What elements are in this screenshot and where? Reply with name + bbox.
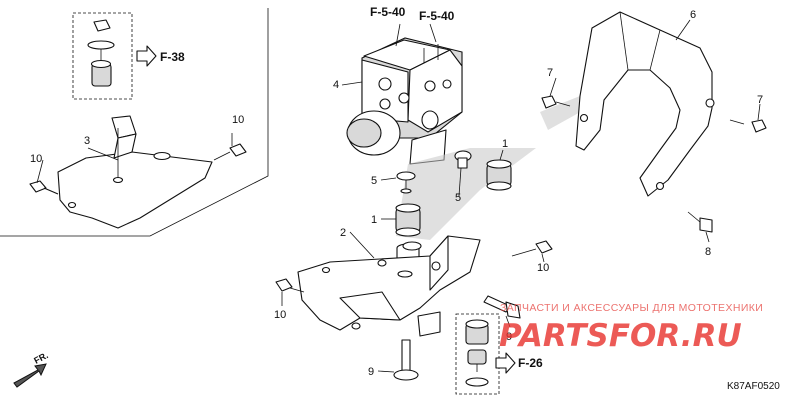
callout-10-inset: 10 — [232, 114, 244, 126]
grommet-part-1-upper — [486, 159, 512, 191]
f26-reference-box — [455, 313, 500, 395]
callout-1-lower: 1 — [371, 214, 377, 226]
bolt-part-7-left — [541, 95, 571, 109]
bracket-part-2 — [297, 235, 481, 337]
inset-border — [0, 8, 269, 237]
bolt-part-10-inset — [213, 143, 247, 161]
callout-9-upper: 9 — [506, 331, 512, 343]
callout-4: 4 — [333, 79, 339, 91]
washer-part-5 — [396, 171, 416, 194]
callout-10-left: 10 — [30, 153, 42, 165]
abs-modulator-part-4 — [346, 37, 463, 165]
callout-10-main-right: 10 — [537, 262, 549, 274]
callout-7-right: 7 — [757, 94, 763, 106]
ref-f540-right: F-5-40 — [419, 9, 455, 23]
callout-9-lower: 9 — [368, 366, 374, 378]
callout-7-left: 7 — [547, 67, 553, 79]
callout-6: 6 — [690, 9, 696, 21]
bolt-part-10-left — [29, 180, 59, 195]
watermark-logo: PARTSFOR.RU — [499, 318, 742, 354]
callout-3: 3 — [84, 135, 90, 147]
screw-part-8 — [687, 211, 713, 233]
ref-f540-left: F-5-40 — [370, 5, 406, 19]
assembly-shading-right — [540, 96, 584, 130]
f38-arrow — [136, 45, 157, 67]
callout-10-main-left: 10 — [274, 309, 286, 321]
bolt-part-10-main-right — [511, 240, 553, 257]
callout-5-right: 5 — [455, 192, 461, 204]
callout-5-left: 5 — [371, 175, 377, 187]
forward-direction-arrow — [13, 363, 47, 388]
diagram-code: K87AF0520 — [727, 381, 780, 392]
cover-part-6 — [575, 11, 715, 197]
forward-direction-label: FR. — [32, 350, 49, 366]
grommet-stack-f26 — [465, 319, 489, 387]
watermark-tagline: ЗАПЧАСТИ И АКСЕССУАРЫ ДЛЯ МОТОТЕХНИКИ — [500, 302, 763, 314]
callout-2: 2 — [340, 227, 346, 239]
ref-f38: F-38 — [160, 50, 185, 64]
bolt-part-9-lower — [393, 339, 419, 381]
bolt-part-7-right — [729, 119, 767, 133]
ref-f26: F-26 — [518, 356, 543, 370]
leader-lines — [87, 19, 761, 373]
bracket-part-3 — [57, 115, 213, 229]
callout-1-upper: 1 — [502, 138, 508, 150]
bolt-part-10-main-left — [275, 278, 305, 293]
callout-8: 8 — [705, 246, 711, 258]
f26-arrow — [495, 352, 516, 374]
grommet-stack-f38 — [87, 19, 115, 87]
grommet-part-1-lower — [395, 203, 421, 237]
collar-part-5-right — [454, 150, 472, 169]
f38-reference-box — [72, 12, 133, 100]
bolt-part-9-upper — [483, 295, 521, 319]
